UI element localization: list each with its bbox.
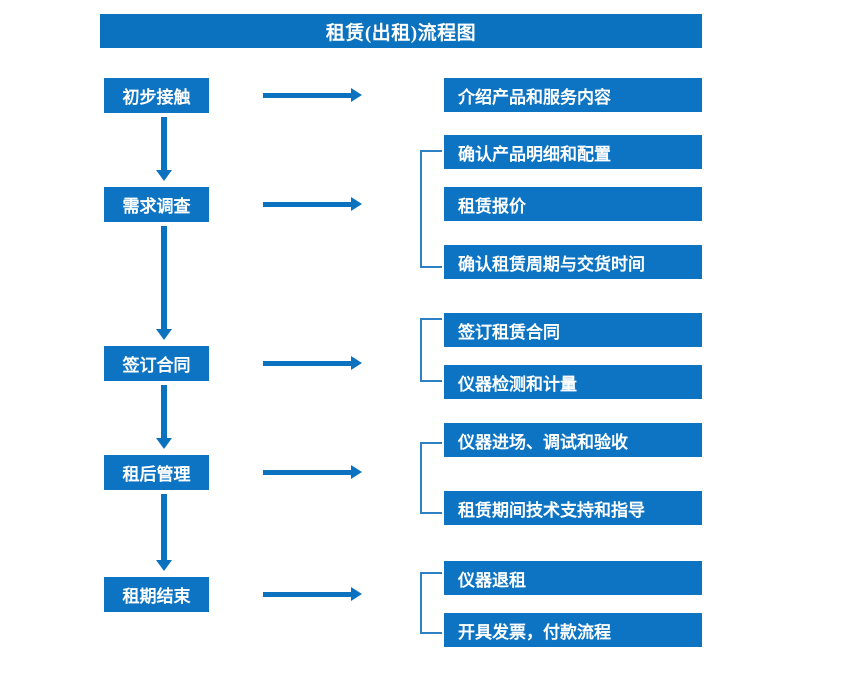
stage-label-3: 签订合同 <box>122 356 191 375</box>
detail-label-6: 仪器检测和计量 <box>458 374 577 394</box>
detail-label-9: 仪器退租 <box>458 570 526 590</box>
detail-label-10: 开具发票，付款流程 <box>458 622 611 642</box>
diagram-title-banner: 租赁(出租)流程图 <box>100 14 702 48</box>
detail-label-5: 签订租赁合同 <box>458 322 560 342</box>
group-bracket-3 <box>420 442 442 514</box>
vertical-arrow-shaft <box>161 226 167 329</box>
detail-label-1: 介绍产品和服务内容 <box>458 87 611 107</box>
horizontal-arrow-4 <box>263 465 362 479</box>
detail-box-6[interactable]: 仪器检测和计量 <box>444 365 702 399</box>
vertical-arrow-1 <box>156 117 172 181</box>
detail-box-8[interactable]: 租赁期间技术支持和指导 <box>444 491 702 525</box>
group-bracket-2 <box>420 318 442 382</box>
horizontal-arrow-head <box>351 587 362 601</box>
horizontal-arrow-head <box>351 197 362 211</box>
horizontal-arrow-head <box>351 356 362 370</box>
stage-label-5: 租期结束 <box>122 587 191 606</box>
horizontal-arrow-head <box>351 465 362 479</box>
horizontal-arrow-2 <box>263 197 362 211</box>
vertical-arrow-shaft <box>161 117 167 170</box>
stage-box-2[interactable]: 需求调查 <box>104 187 209 222</box>
stage-label-1: 初步接触 <box>122 88 191 107</box>
group-bracket-1 <box>420 150 442 268</box>
horizontal-arrow-5 <box>263 587 362 601</box>
detail-label-2: 确认产品明细和配置 <box>458 144 611 164</box>
stage-label-4: 租后管理 <box>122 465 191 484</box>
stage-box-5[interactable]: 租期结束 <box>104 577 209 612</box>
vertical-arrow-head <box>156 438 172 449</box>
group-bracket-4 <box>420 572 442 634</box>
detail-box-10[interactable]: 开具发票，付款流程 <box>444 613 702 647</box>
vertical-arrow-shaft <box>161 494 167 560</box>
horizontal-arrow-shaft <box>263 93 351 98</box>
horizontal-arrow-shaft <box>263 470 351 475</box>
detail-box-3[interactable]: 租赁报价 <box>444 187 702 221</box>
horizontal-arrow-shaft <box>263 202 351 207</box>
detail-label-7: 仪器进场、调试和验收 <box>458 432 628 452</box>
detail-box-4[interactable]: 确认租赁周期与交货时间 <box>444 245 702 279</box>
vertical-arrow-2 <box>156 226 172 340</box>
horizontal-arrow-3 <box>263 356 362 370</box>
detail-box-9[interactable]: 仪器退租 <box>444 561 702 595</box>
horizontal-arrow-1 <box>263 88 362 102</box>
detail-label-8: 租赁期间技术支持和指导 <box>458 500 645 520</box>
detail-box-7[interactable]: 仪器进场、调试和验收 <box>444 423 702 457</box>
stage-box-3[interactable]: 签订合同 <box>104 346 209 381</box>
stage-box-1[interactable]: 初步接触 <box>104 78 209 113</box>
detail-label-3: 租赁报价 <box>458 196 526 216</box>
stage-box-4[interactable]: 租后管理 <box>104 455 209 490</box>
detail-box-1[interactable]: 介绍产品和服务内容 <box>444 78 702 112</box>
stage-label-2: 需求调查 <box>122 197 191 216</box>
horizontal-arrow-shaft <box>263 592 351 597</box>
detail-box-5[interactable]: 签订租赁合同 <box>444 313 702 347</box>
vertical-arrow-4 <box>156 494 172 571</box>
vertical-arrow-head <box>156 560 172 571</box>
vertical-arrow-3 <box>156 385 172 449</box>
detail-box-2[interactable]: 确认产品明细和配置 <box>444 135 702 169</box>
horizontal-arrow-shaft <box>263 361 351 366</box>
horizontal-arrow-head <box>351 88 362 102</box>
detail-label-4: 确认租赁周期与交货时间 <box>458 254 645 274</box>
vertical-arrow-head <box>156 170 172 181</box>
vertical-arrow-head <box>156 329 172 340</box>
vertical-arrow-shaft <box>161 385 167 438</box>
diagram-title: 租赁(出租)流程图 <box>325 22 477 44</box>
